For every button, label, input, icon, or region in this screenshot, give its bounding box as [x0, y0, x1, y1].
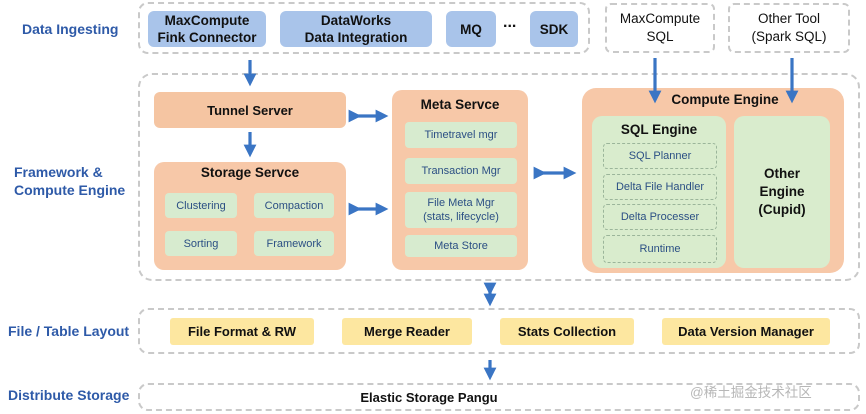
maxcompute-flink-connector-box: MaxCompute Fink Connector — [148, 11, 266, 47]
framework-item: Framework — [254, 231, 334, 256]
maxcompute-sql-box: MaxCompute SQL — [605, 3, 715, 53]
data-version-manager-item: Data Version Manager — [662, 318, 830, 345]
row-label-layout: File / Table Layout — [8, 323, 130, 339]
sdk-box: SDK — [530, 11, 578, 47]
other-tool-box: Other Tool (Spark SQL) — [728, 3, 850, 53]
sql-engine-panel — [592, 116, 726, 268]
timetravel-mgr-item: Timetravel mgr — [405, 122, 517, 148]
meta-store-item: Meta Store — [405, 235, 517, 257]
delta-processer-item: Delta Processer — [603, 204, 717, 230]
storage-container: Elastic Storage Pangu — [138, 383, 860, 411]
storage-service-title: Storage Servce — [200, 165, 300, 180]
elastic-storage-label: Elastic Storage Pangu — [360, 389, 498, 405]
row-label-ingest: Data Ingesting — [22, 21, 119, 37]
tunnel-server-box: Tunnel Server — [154, 92, 346, 128]
layout-container — [138, 308, 860, 354]
runtime-item: Runtime — [603, 235, 717, 263]
stats-collection-item: Stats Collection — [500, 318, 634, 345]
meta-service-title: Meta Servce — [420, 97, 500, 112]
file-meta-mgr-item: File Meta Mgr (stats, lifecycle) — [405, 192, 517, 228]
sorting-item: Sorting — [165, 231, 237, 256]
dataworks-box: DataWorks Data Integration — [280, 11, 432, 47]
other-engine-panel: Other Engine (Cupid) — [734, 116, 830, 268]
mq-box: MQ — [446, 11, 496, 47]
framework-container — [138, 73, 860, 281]
compute-engine-title: Compute Engine — [671, 92, 779, 107]
transaction-mgr-item: Transaction Mgr — [405, 158, 517, 184]
clustering-item: Clustering — [165, 193, 237, 218]
ingest-container — [138, 2, 590, 54]
sql-planner-item: SQL Planner — [603, 143, 717, 169]
ingest-ellipsis: ... — [503, 14, 517, 31]
merge-reader-item: Merge Reader — [342, 318, 472, 345]
sql-engine-title: SQL Engine — [620, 122, 698, 137]
watermark: @稀土掘金技术社区 — [690, 385, 812, 400]
row-label-framework: Framework & Compute Engine — [14, 164, 126, 198]
file-format-item: File Format & RW — [170, 318, 314, 345]
compaction-item: Compaction — [254, 193, 334, 218]
row-label-storage: Distribute Storage — [8, 387, 130, 403]
delta-file-handler-item: Delta File Handler — [603, 174, 717, 200]
